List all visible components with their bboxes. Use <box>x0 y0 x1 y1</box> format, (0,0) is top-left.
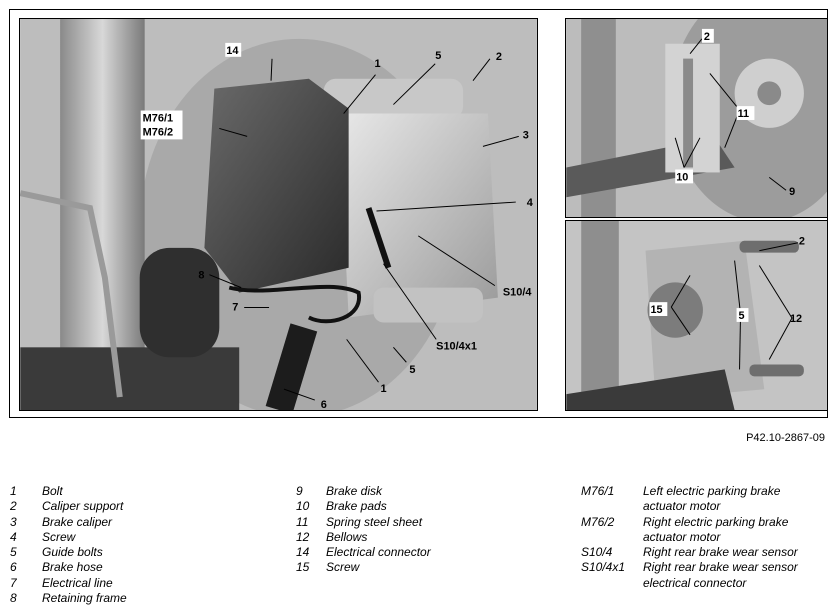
callout-5: 5 <box>435 50 441 62</box>
caliper-lower-shape <box>373 287 483 323</box>
top-right-callouts: 2 11 10 9 <box>675 28 795 198</box>
brake-hose-shape <box>265 323 318 410</box>
callout-1-lower: 1 <box>380 383 386 395</box>
callout-m76-1: M76/1 <box>143 112 173 124</box>
main-callouts: 14 1 5 2 M76/1 M76/2 3 4 S10/4 8 7 S10/4… <box>140 42 534 410</box>
caliper-support-shape <box>323 78 464 119</box>
actuator-motor-shape <box>204 78 349 293</box>
callout-3: 3 <box>523 129 529 141</box>
main-illustration-panel: 14 1 5 2 M76/1 M76/2 3 4 S10/4 8 7 S10/4… <box>19 18 538 411</box>
callout-9: 9 <box>789 186 795 198</box>
brake-pipe-shape <box>20 190 123 398</box>
callout-5-lower: 5 <box>409 364 415 376</box>
callout-s10-4: S10/4 <box>503 287 532 299</box>
callout-2-detail: 2 <box>704 31 710 43</box>
strut-shape <box>60 19 145 410</box>
callout-5-detail: 5 <box>739 310 745 322</box>
callout-2-detail-lower: 2 <box>799 236 805 248</box>
callout-7: 7 <box>232 302 238 314</box>
main-illustration: 14 1 5 2 M76/1 M76/2 3 4 S10/4 8 7 S10/4… <box>20 19 537 410</box>
brake-caliper-shape <box>338 113 498 318</box>
callout-m76-2: M76/2 <box>143 126 173 138</box>
callout-15: 15 <box>650 304 662 316</box>
detail-panel-guide-bolts: 2 15 5 12 <box>565 220 828 411</box>
wheel-hub-detail-shape <box>645 240 765 400</box>
damper-shape <box>139 247 220 358</box>
callout-6: 6 <box>321 399 327 410</box>
callout-2: 2 <box>496 51 502 63</box>
detail-illustration-guide-bolts: 2 15 5 12 <box>566 221 827 410</box>
callout-14: 14 <box>226 45 239 57</box>
figure-reference-code: P42.10-2867-09 <box>746 432 825 444</box>
wear-sensor-shape <box>365 207 392 269</box>
callout-s10-4x1: S10/4x1 <box>436 340 477 352</box>
callout-8: 8 <box>198 270 204 282</box>
brake-pad-detail-shape <box>683 58 694 168</box>
callout-4: 4 <box>527 197 534 209</box>
bottom-right-callouts: 2 15 5 12 <box>649 236 805 325</box>
callout-11: 11 <box>738 108 750 120</box>
detail-illustration-brake-pads: 2 11 10 9 <box>566 19 827 217</box>
axle-shape <box>20 347 240 410</box>
electrical-line-shape <box>228 284 361 324</box>
figure-frame: 14 1 5 2 M76/1 M76/2 3 4 S10/4 8 7 S10/4… <box>9 9 828 418</box>
detail-panel-brake-pads: 2 11 10 9 <box>565 18 828 218</box>
callout-12: 12 <box>790 313 802 325</box>
callout-10: 10 <box>676 171 688 183</box>
callout-1: 1 <box>375 58 381 70</box>
